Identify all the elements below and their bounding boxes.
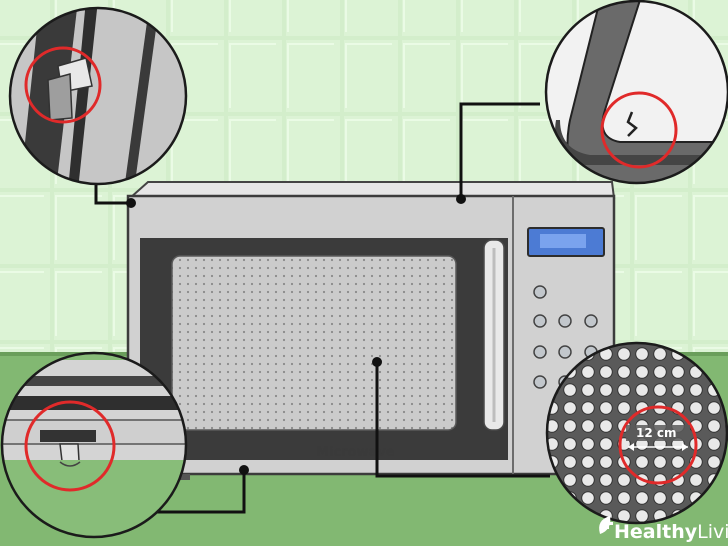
callout-leader-lines bbox=[94, 102, 550, 514]
seal-crack-highlight-ring bbox=[600, 91, 678, 169]
svg-text:HealthyLiving: HealthyLiving bbox=[614, 521, 728, 543]
callout-window-mesh: 12 cm bbox=[545, 341, 728, 525]
mesh-measurement-label: 12 cm bbox=[636, 426, 677, 440]
healthy-living-leaf-icon bbox=[599, 516, 613, 534]
microwave-window-mesh bbox=[171, 255, 457, 431]
mesh-hole-highlight-ring bbox=[618, 405, 698, 485]
watermark-brand-light: Living bbox=[697, 521, 728, 543]
healthy-living-watermark: HealthyLiving bbox=[599, 516, 728, 543]
callout-door-latch bbox=[8, 6, 188, 186]
hinge-highlight-ring bbox=[24, 400, 116, 492]
microwave-brand-label: Microwave bbox=[316, 445, 395, 460]
latch-highlight-ring bbox=[24, 46, 102, 124]
watermark-brand-bold: Healthy bbox=[614, 521, 698, 543]
microwave: Microwave bbox=[126, 181, 616, 480]
